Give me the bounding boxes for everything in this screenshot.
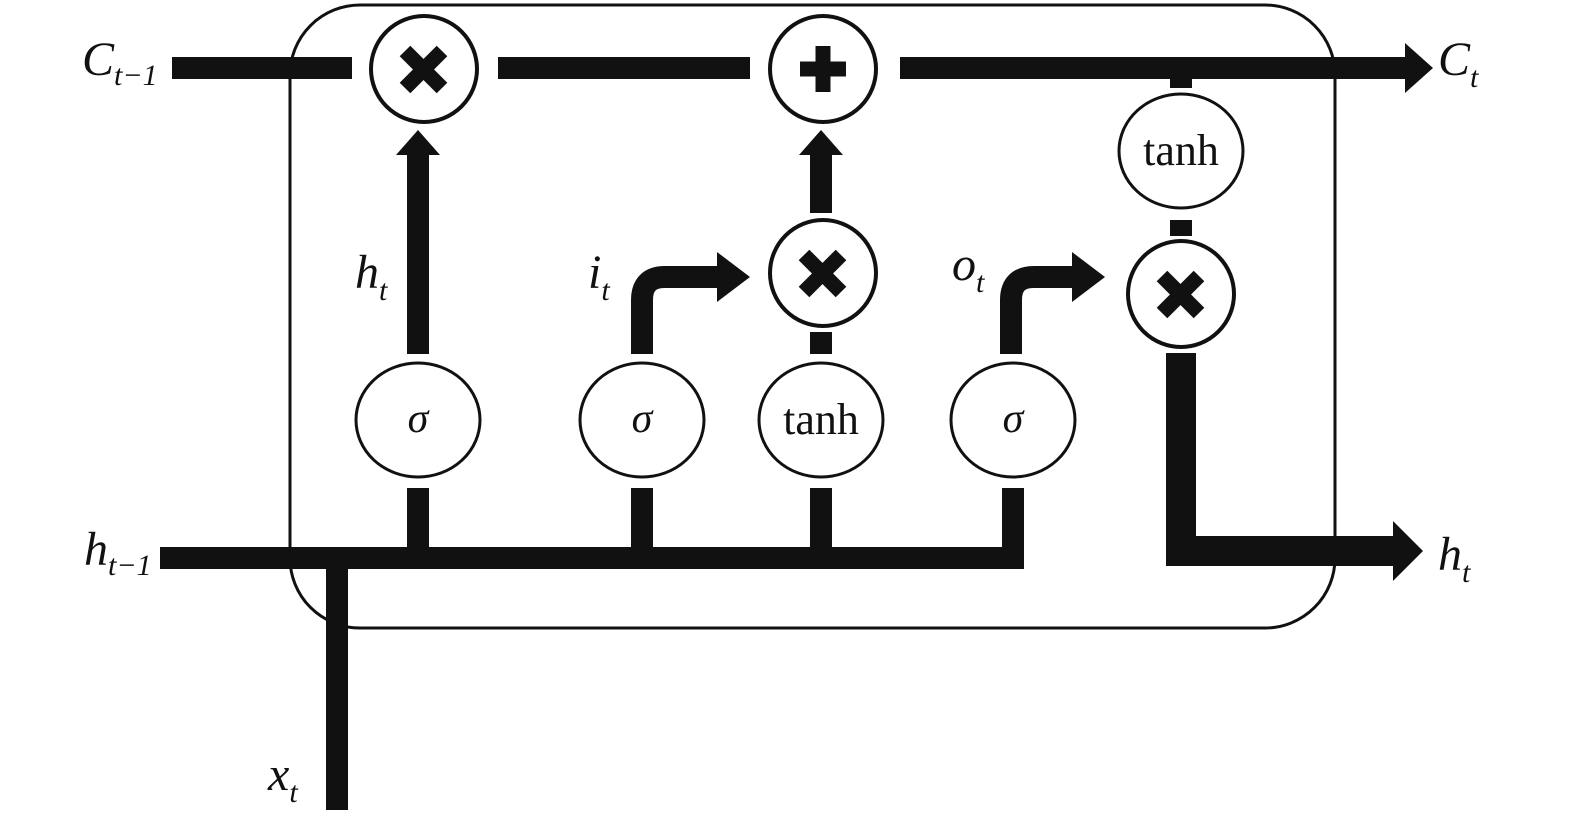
- prev-hidden-state-label: ht−1: [84, 523, 152, 582]
- input-x-label: xt: [267, 748, 298, 809]
- input-gate-sigma: σ: [632, 396, 655, 442]
- input-multiply-operator: ×: [768, 218, 878, 328]
- hidden-output-arrowhead: [1393, 521, 1423, 581]
- hidden-output-label: ht: [1438, 528, 1471, 589]
- output-gate-label: ot: [952, 238, 985, 299]
- candidate-tanh-label: tanh: [783, 395, 859, 444]
- forget-gate-sigma: σ: [408, 396, 431, 442]
- cell-state-arrowhead: [1405, 43, 1433, 93]
- prev-cell-state-label: Ct−1: [82, 33, 158, 92]
- input-gate-arrow: [631, 252, 750, 354]
- lstm-cell-boundary: [288, 3, 1337, 630]
- cell-state-line: [172, 43, 1433, 93]
- input-gate-node: σ: [578, 361, 706, 479]
- forget-gate-arrow: [396, 130, 440, 354]
- output-multiply-operator: ×: [1126, 239, 1236, 349]
- output-gate-node: σ: [949, 361, 1077, 479]
- output-gate-sigma: σ: [1003, 396, 1026, 442]
- input-gate-label: it: [588, 246, 610, 307]
- cell-tanh-label: tanh: [1143, 126, 1219, 175]
- forget-gate-node: σ: [354, 361, 482, 479]
- cell-tanh-node: tanh: [1117, 92, 1245, 210]
- output-gate-arrow: [1000, 252, 1105, 354]
- cell-state-output-label: Ct: [1438, 33, 1479, 94]
- candidate-to-add-arrow: [799, 130, 843, 213]
- forget-gate-label: ht: [355, 246, 388, 307]
- candidate-node: tanh: [757, 361, 885, 479]
- hidden-output-path: [1166, 353, 1423, 581]
- cell-add-operator: +: [768, 14, 878, 124]
- forget-multiply-operator: ×: [369, 14, 479, 124]
- hidden-input-bus: [160, 488, 1024, 810]
